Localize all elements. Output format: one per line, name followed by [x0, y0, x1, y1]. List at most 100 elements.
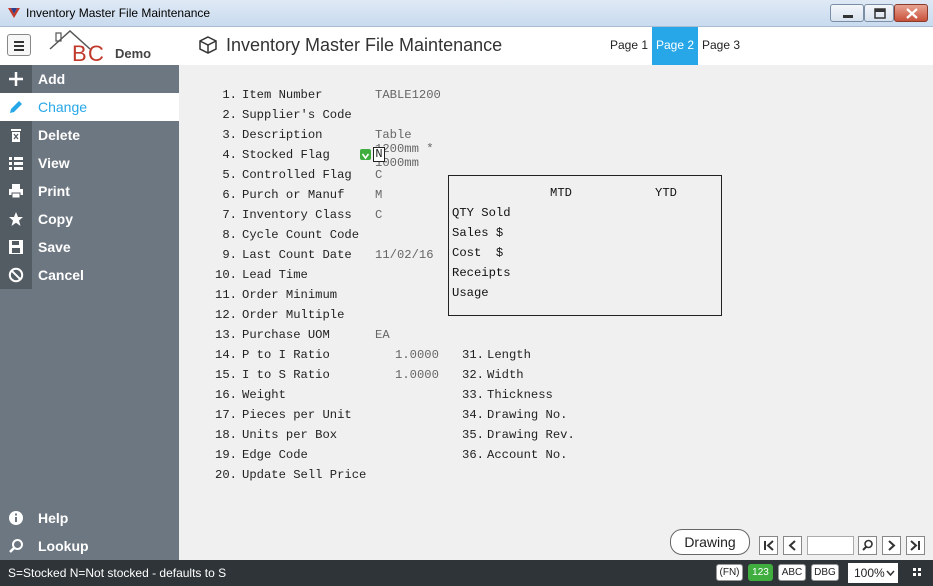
first-record-button[interactable] — [759, 536, 778, 555]
stats-row-label: Usage — [452, 286, 489, 300]
field-value[interactable]: C — [375, 168, 383, 182]
close-button[interactable] — [894, 4, 928, 22]
field-label: Order Minimum — [242, 288, 338, 302]
form-row[interactable]: 17.Pieces per Unit — [179, 408, 459, 426]
record-search-input[interactable] — [807, 536, 854, 555]
form-row[interactable]: 35.Drawing Rev. — [454, 428, 654, 446]
zoom-select[interactable]: 100% — [848, 563, 898, 583]
sidebar-item-help[interactable]: Help — [0, 504, 179, 532]
form-row[interactable]: 16.Weight — [179, 388, 459, 406]
form-row[interactable]: 4.Stocked Flag — [179, 148, 459, 166]
form-row[interactable]: 31.Length — [454, 348, 654, 366]
field-label: Account No. — [487, 448, 568, 462]
sidebar-item-add[interactable]: Add — [0, 65, 179, 93]
sidebar-item-view[interactable]: View — [0, 149, 179, 177]
sidebar-item-delete[interactable]: Delete — [0, 121, 179, 149]
sidebar-item-print[interactable]: Print — [0, 177, 179, 205]
form-row[interactable]: 32.Width — [454, 368, 654, 386]
sidebar-item-save[interactable]: Save — [0, 233, 179, 261]
field-number: 20. — [215, 468, 237, 482]
next-record-button[interactable] — [882, 536, 901, 555]
pencil-icon — [10, 101, 22, 113]
grip-icon[interactable] — [913, 568, 921, 576]
sidebar-item-label: View — [38, 155, 70, 171]
menu-button[interactable] — [7, 34, 31, 56]
page-title: Inventory Master File Maintenance — [226, 35, 503, 55]
form-row[interactable]: 8.Cycle Count Code — [179, 228, 459, 246]
stocked-flag-input[interactable]: N — [373, 147, 385, 162]
form-row[interactable]: 33.Thickness — [454, 388, 654, 406]
sidebar-item-cancel[interactable]: Cancel — [0, 261, 179, 289]
sidebar-item-label: Cancel — [38, 267, 84, 283]
dropdown-icon[interactable] — [360, 149, 371, 160]
magnifier-icon — [862, 539, 873, 551]
field-label: Edge Code — [242, 448, 308, 462]
field-value[interactable]: 11/02/16 — [375, 248, 434, 262]
drawing-button[interactable]: Drawing — [670, 529, 750, 555]
form-row[interactable]: 10.Lead Time — [179, 268, 459, 286]
maximize-button[interactable] — [864, 4, 894, 22]
sidebar-item-copy[interactable]: Copy — [0, 205, 179, 233]
sidebar-item-lookup[interactable]: Lookup — [0, 532, 179, 560]
caps-badge[interactable]: ABC — [778, 564, 806, 581]
field-number: 12. — [215, 308, 237, 322]
search-icon — [9, 539, 23, 553]
form-row[interactable]: 20.Update Sell Price — [179, 468, 459, 486]
field-number: 7. — [222, 208, 237, 222]
field-value[interactable]: 1.0000 — [395, 368, 439, 382]
form-row[interactable]: 36.Account No. — [454, 448, 654, 466]
form-row[interactable]: 2.Supplier's Code — [179, 108, 459, 126]
field-label: Width — [487, 368, 524, 382]
prev-record-button[interactable] — [783, 536, 802, 555]
field-number: 18. — [215, 428, 237, 442]
tab-page-2[interactable]: Page 2 — [652, 27, 698, 65]
num-lock-badge[interactable]: 123 — [748, 564, 773, 581]
field-value[interactable]: C — [375, 208, 383, 222]
last-record-button[interactable] — [906, 536, 925, 555]
list-icon — [9, 157, 23, 170]
form-row[interactable]: 18.Units per Box — [179, 428, 459, 446]
tab-page-1[interactable]: Page 1 — [609, 38, 649, 52]
field-number: 15. — [215, 368, 237, 382]
field-number: 10. — [215, 268, 237, 282]
field-value[interactable]: EA — [375, 328, 390, 342]
field-value[interactable]: M — [375, 188, 383, 202]
stats-row-label: Receipts — [452, 266, 511, 280]
sidebar-item-label: Help — [38, 510, 69, 526]
sidebar-item-change[interactable]: Change — [0, 93, 179, 121]
search-record-button[interactable] — [858, 536, 877, 555]
field-value[interactable]: Table 1200mm * 1000mm — [375, 128, 434, 170]
stats-col-mtd: MTD — [550, 186, 572, 200]
field-value[interactable]: 1.0000 — [395, 348, 439, 362]
sidebar-item-label: Delete — [38, 127, 81, 143]
form-row[interactable]: 34.Drawing No. — [454, 408, 654, 426]
debug-badge[interactable]: DBG — [811, 564, 839, 581]
field-number: 31. — [462, 348, 484, 362]
field-label: Thickness — [487, 388, 553, 402]
form-row[interactable]: 11.Order Minimum — [179, 288, 459, 306]
tab-page-3[interactable]: Page 3 — [701, 38, 741, 52]
fn-badge[interactable]: (FN) — [716, 564, 743, 581]
field-number: 14. — [215, 348, 237, 362]
field-label: Controlled Flag — [242, 168, 352, 182]
field-number: 13. — [215, 328, 237, 342]
form-row[interactable]: 19.Edge Code — [179, 448, 459, 466]
cancel-icon — [8, 267, 24, 283]
hamburger-icon — [14, 41, 24, 51]
sidebar: Add Change Delete View Print Copy Save C… — [0, 65, 179, 560]
minimize-button[interactable] — [830, 4, 864, 22]
field-value[interactable]: TABLE1200 — [375, 88, 441, 102]
field-label: Order Multiple — [242, 308, 345, 322]
field-number: 3. — [222, 128, 237, 142]
form-row[interactable]: 12. Order Multiple — [179, 308, 459, 326]
